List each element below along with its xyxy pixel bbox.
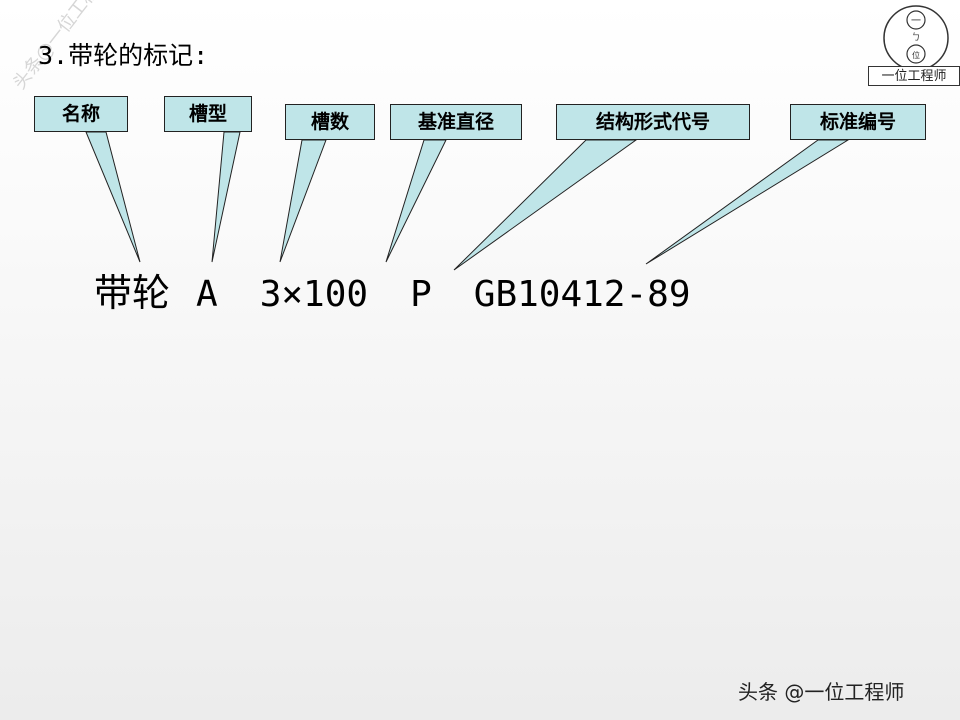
logo-icon: 一 ㄅ 位	[883, 5, 949, 71]
marking-structure: P	[410, 274, 432, 315]
marking-standard: GB10412-89	[473, 274, 691, 315]
callout-groove-type: 槽型	[164, 96, 252, 132]
pulley-marking: 带轮 A 3×100 P GB10412-89	[94, 262, 691, 317]
logo-caption: 一位工程师	[868, 66, 960, 86]
callout-name: 名称	[34, 96, 128, 132]
footer-credit: 头条 @一位工程师	[738, 680, 905, 704]
callout-datum-diameter: 基准直径	[390, 104, 522, 140]
marking-count-diameter: 3×100	[259, 274, 369, 315]
pointer-groove-type	[211, 131, 241, 263]
pointer-structure-code	[453, 139, 638, 271]
page-title: 3.带轮的标记:	[38, 41, 209, 70]
pointer-standard-number	[645, 139, 850, 265]
logo-glyph-top: 一	[911, 16, 921, 27]
pointer-name	[85, 131, 141, 263]
callout-structure-code: 结构形式代号	[556, 104, 750, 140]
callout-standard-number: 标准编号	[790, 104, 926, 140]
pointer-groove-count	[279, 139, 327, 263]
pointer-datum-diameter	[385, 139, 447, 263]
logo-glyph-bottom: 位	[912, 50, 920, 60]
marking-groove-type: A	[196, 274, 218, 315]
logo-glyph-mid: ㄅ	[911, 32, 920, 43]
marking-name: 带轮	[94, 271, 171, 315]
callout-groove-count: 槽数	[285, 104, 375, 140]
